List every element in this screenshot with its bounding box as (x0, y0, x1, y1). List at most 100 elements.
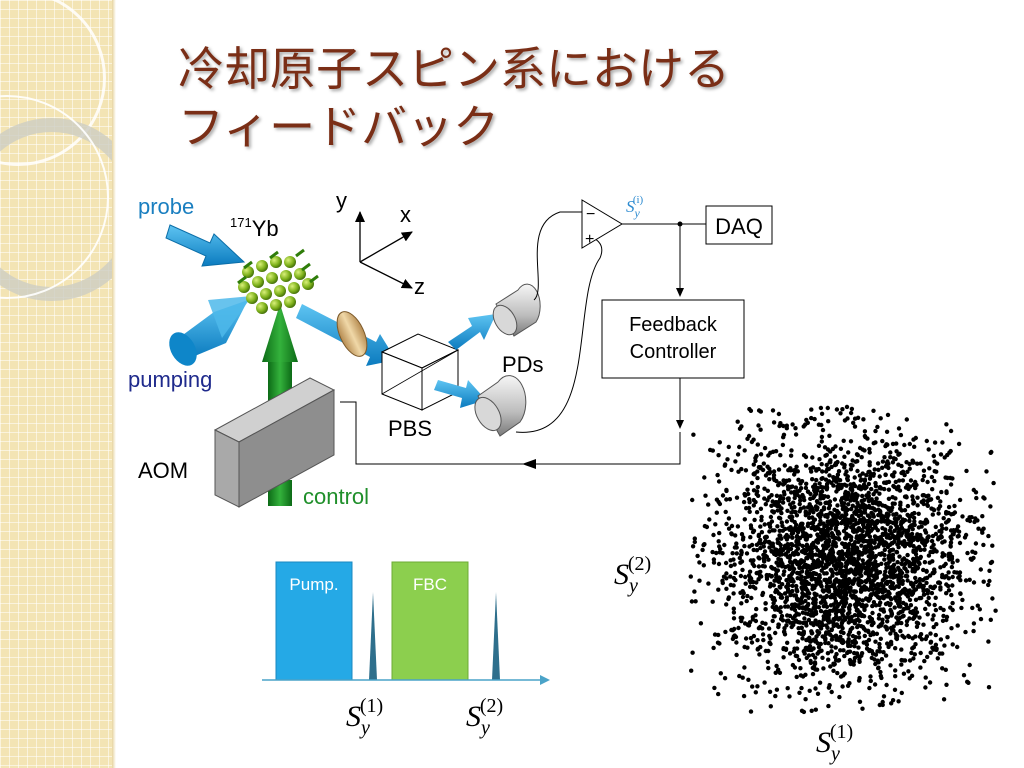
scatter-point (774, 687, 780, 692)
scatter-point (901, 671, 907, 676)
scatter-point (862, 478, 868, 483)
scatter-point (827, 612, 832, 617)
scatter-point (910, 646, 915, 651)
scatter-point (741, 693, 747, 699)
scatter-point (918, 555, 923, 561)
scatter-point (873, 661, 878, 667)
scatter-point (944, 422, 949, 427)
scatter-point (934, 622, 939, 627)
feedback-label-line2: Controller (630, 341, 717, 363)
scatter-point (902, 472, 907, 478)
scatter-point (858, 478, 863, 483)
photodiode-upper (492, 283, 541, 337)
amp-signal-sub: y (634, 206, 641, 220)
scatter-point (846, 577, 852, 582)
scatter-point (803, 454, 809, 460)
scatter-point (733, 570, 738, 576)
scatter-point (742, 491, 747, 497)
scatter-point (914, 555, 919, 560)
scatter-point (838, 446, 844, 451)
scatter-point (936, 580, 942, 585)
scatter-point (924, 438, 929, 444)
scatter-point (819, 648, 824, 653)
scatter-point (692, 539, 697, 545)
scatter-y-label: Sy(2) (614, 553, 651, 597)
scatter-point (990, 543, 995, 548)
scatter-point (784, 519, 790, 524)
scatter-point (763, 607, 768, 612)
scatter-point (929, 590, 935, 596)
scatter-point (751, 528, 757, 533)
scatter-point (957, 570, 963, 575)
scatter-point (943, 667, 948, 672)
scatter-point (832, 454, 838, 459)
scatter-point (817, 481, 822, 486)
scatter-point (728, 574, 733, 579)
scatter-point (849, 487, 855, 492)
scatter-point (984, 469, 989, 474)
scatter-point (689, 668, 694, 673)
scatter-point (828, 548, 833, 553)
scatter-point (940, 666, 945, 671)
scatter-point (830, 592, 835, 597)
scatter-point (791, 552, 797, 557)
scatter-point (833, 558, 838, 563)
scatter-point (850, 515, 855, 521)
scatter-point (714, 510, 719, 515)
scatter-point (815, 622, 820, 627)
scatter-point (857, 659, 862, 664)
scatter-point (789, 606, 794, 611)
scatter-point (929, 538, 935, 544)
scatter-point (869, 546, 874, 551)
scatter-y-symbol: S (614, 558, 629, 591)
scatter-point (691, 432, 696, 437)
scatter-point (787, 514, 792, 520)
scatter-point (894, 550, 900, 555)
scatter-point (857, 597, 862, 602)
scatter-point (704, 524, 710, 530)
scatter-point (795, 576, 800, 581)
scatter-point (853, 521, 858, 526)
measurement-pulse-2 (492, 592, 500, 680)
scatter-point (896, 537, 901, 542)
scatter-point (840, 518, 846, 524)
scatter-point (928, 639, 934, 644)
scatter-point (921, 592, 927, 597)
scatter-point (825, 405, 830, 411)
scatter-point (926, 602, 932, 607)
scatter-point (722, 676, 728, 681)
scatter-point (737, 444, 742, 450)
time-axis-arrowhead (540, 675, 550, 685)
scatter-point (800, 492, 805, 498)
scatter-point (737, 673, 742, 679)
scatter-point (915, 565, 921, 570)
scatter-point (769, 493, 774, 498)
scatter-point (751, 462, 756, 467)
scatter-point (710, 599, 715, 604)
scatter-point (755, 493, 761, 498)
scatter-point (911, 656, 916, 661)
scatter-point (961, 673, 967, 678)
scatter-point (762, 486, 767, 491)
scatter-point (807, 591, 812, 596)
scatter-point (878, 623, 884, 628)
scatter-point (856, 678, 862, 683)
scatter-point (763, 534, 769, 540)
scatter-point (820, 485, 826, 490)
wire-feedback-return (340, 401, 681, 465)
scatter-point (789, 448, 794, 453)
scatter-point (742, 665, 747, 670)
scatter-point (838, 648, 843, 653)
scatter-point (764, 576, 770, 582)
scatter-point (781, 655, 786, 660)
scatter-point (711, 532, 716, 538)
scatter-point (860, 528, 865, 534)
scatter-point (893, 456, 898, 462)
scatter-point (877, 641, 882, 647)
scatter-point (739, 550, 744, 555)
scatter-point (810, 671, 816, 677)
scatter-point (812, 571, 817, 576)
scatter-point (885, 521, 890, 527)
scatter-point (925, 538, 930, 543)
scatter-point (916, 621, 921, 626)
